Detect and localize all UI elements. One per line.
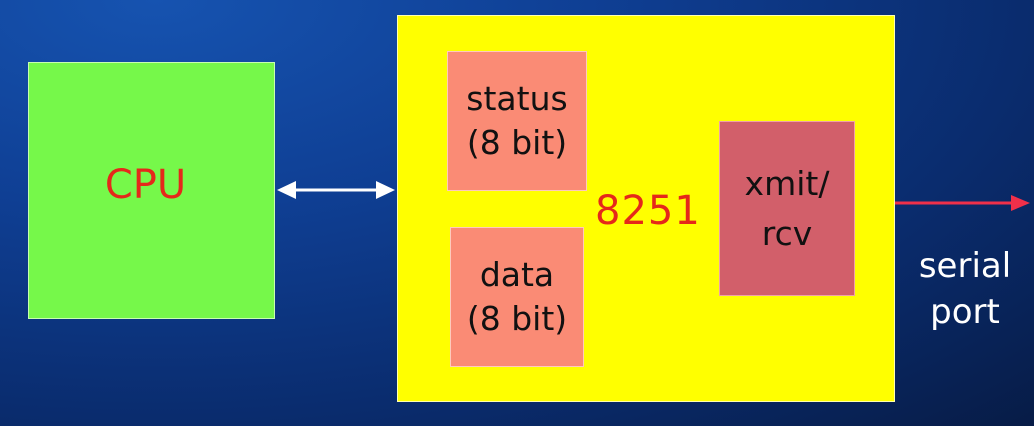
cpu-bus-bidirectional-arrow xyxy=(277,181,395,199)
cpu-label: CPU xyxy=(104,161,187,208)
serial-port-label-line1: serial xyxy=(918,246,1012,286)
status-register-block: status (8 bit) xyxy=(447,51,587,191)
transceiver-block: xmit/ rcv xyxy=(719,121,855,296)
transceiver-label-line2: rcv xyxy=(761,213,813,253)
uart-8251-block: status (8 bit) data (8 bit) 8251 xmit/ r… xyxy=(397,15,895,402)
status-register-label: status xyxy=(466,79,568,118)
data-register-block: data (8 bit) xyxy=(450,227,584,367)
serial-port-label-line2: port xyxy=(930,292,1000,332)
serial-output-arrow xyxy=(895,195,1030,211)
uart-8251-label: 8251 xyxy=(595,188,701,234)
status-register-size: (8 bit) xyxy=(466,123,568,162)
data-register-label: data xyxy=(479,255,555,294)
data-register-size: (8 bit) xyxy=(466,299,568,338)
transceiver-label-line1: xmit/ xyxy=(744,163,830,203)
cpu-block: CPU xyxy=(28,62,275,319)
serial-port-label: serial port xyxy=(910,243,1020,335)
